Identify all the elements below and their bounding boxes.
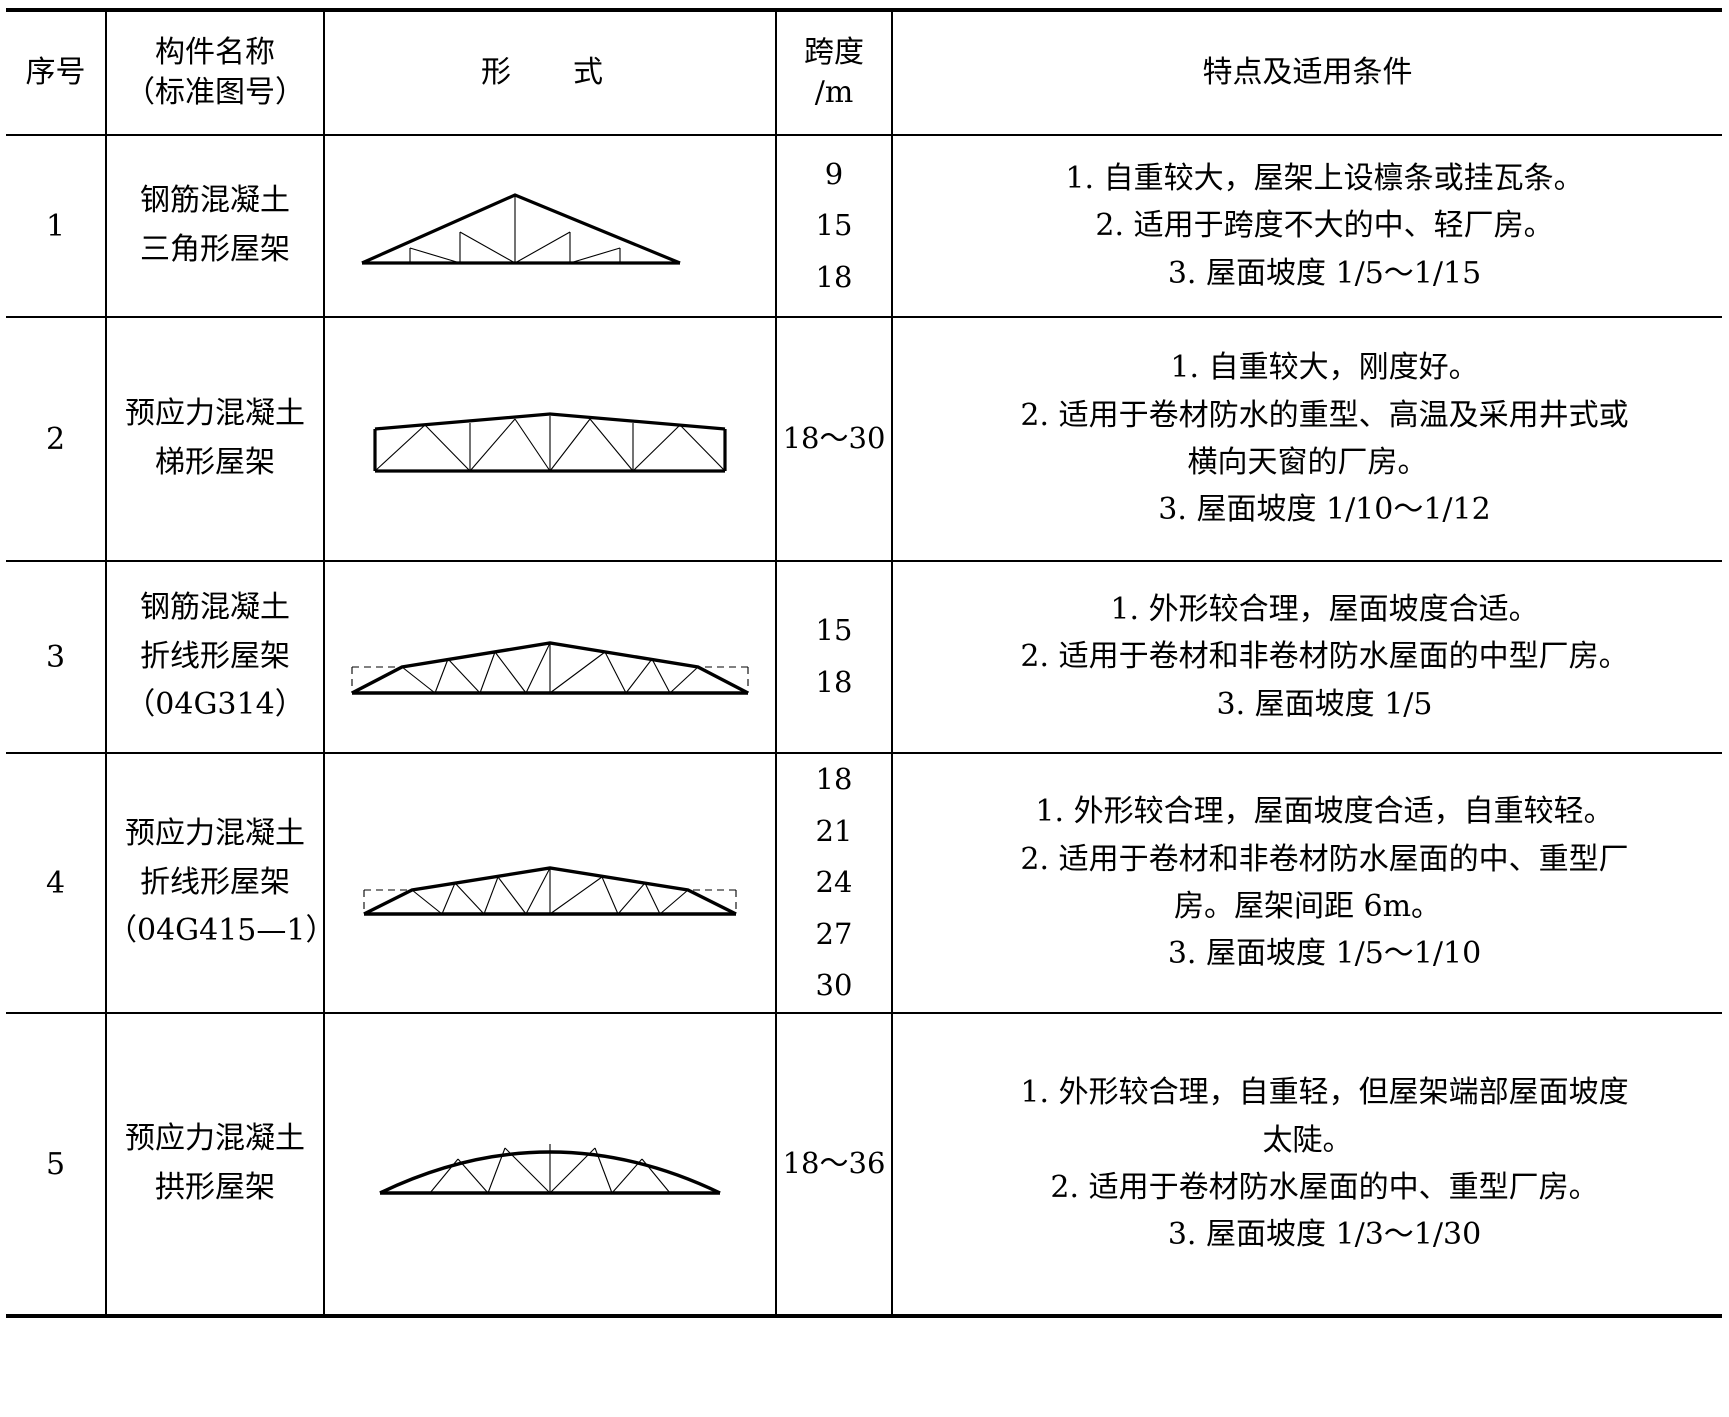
description-line: 1. 自重较大，屋架上设檩条或挂瓦条。: [1065, 160, 1584, 196]
description-line: 2. 适用于卷材防水屋面的中、重型厂房。: [1050, 1170, 1599, 1206]
description-line: 1. 外形较合理，屋面坡度合适。: [1110, 591, 1539, 627]
form-diagram-cell: [323, 316, 777, 562]
description-cell: 1. 自重较大，屋架上设檩条或挂瓦条。 2. 适用于跨度不大的中、轻厂房。 3.…: [891, 134, 1722, 318]
table-row: 1 钢筋混凝土 三角形屋架: [6, 134, 1722, 318]
description-line: 3. 屋面坡度 1/5～1/10: [1167, 936, 1482, 972]
header-desc-label: 特点及适用条件: [1202, 55, 1413, 91]
form-diagram-cell: [323, 560, 777, 754]
span-cell: 18～30: [775, 316, 893, 562]
polyline-truss-diagram: [351, 641, 749, 695]
description-line: 3. 屋面坡度 1/5: [1216, 686, 1433, 722]
table-row: 3 钢筋混凝土 折线形屋架 （04G314）: [6, 560, 1722, 754]
row-number: 4: [6, 751, 107, 1015]
component-name-line: 钢筋混凝土: [140, 590, 290, 626]
description-cell: 1. 外形较合理，自重轻，但屋架端部屋面坡度 太陡。 2. 适用于卷材防水屋面的…: [891, 1012, 1722, 1317]
row-number: 5: [6, 1012, 107, 1317]
span-cell: 9 15 18: [775, 134, 893, 318]
description-line: 房。屋架间距 6m。: [1173, 889, 1442, 925]
description-line: 2. 适用于卷材防水的重型、高温及采用井式或: [1020, 397, 1629, 433]
component-standard-code: （04G314）: [125, 687, 305, 723]
span-value: 15: [815, 613, 853, 648]
component-name-line: 折线形屋架: [140, 864, 290, 900]
arched-truss-diagram: [379, 1144, 721, 1195]
description-line: 3. 屋面坡度 1/5～1/15: [1167, 255, 1482, 291]
form-diagram-cell: [323, 134, 777, 318]
row-number: 1: [6, 134, 107, 318]
header-span-line1: 跨度: [804, 35, 864, 71]
description-line: 1. 自重较大，刚度好。: [1170, 350, 1479, 386]
component-name: 钢筋混凝土 三角形屋架: [105, 134, 325, 318]
component-name-line: 梯形屋架: [155, 445, 275, 480]
header-no: 序号: [6, 10, 107, 136]
description-cell: 1. 自重较大，刚度好。 2. 适用于卷材防水的重型、高温及采用井式或 横向天窗…: [891, 316, 1722, 562]
component-name: 预应力混凝土 梯形屋架: [105, 316, 325, 562]
row-number: 2: [6, 316, 107, 562]
form-diagram-cell: [323, 751, 777, 1015]
span-value: 15: [815, 208, 853, 243]
triangular-truss-diagram: [361, 193, 681, 265]
component-standard-code: （04G415—1）: [107, 913, 336, 949]
component-name: 钢筋混凝土 折线形屋架 （04G314）: [105, 560, 325, 754]
span-value: 27: [815, 916, 853, 951]
component-name: 预应力混凝土 拱形屋架: [105, 1012, 325, 1317]
description-line: 3. 屋面坡度 1/10～1/12: [1158, 492, 1491, 528]
header-form: 形 式: [323, 10, 777, 136]
table-row: 5 预应力混凝土 拱形屋架: [6, 1012, 1722, 1317]
description-line: 1. 外形较合理，屋面坡度合适，自重较轻。: [1035, 794, 1614, 830]
component-name-line: 折线形屋架: [140, 638, 290, 674]
header-name: 构件名称 （标准图号）: [105, 10, 325, 136]
row-number: 3: [6, 560, 107, 754]
span-value: 21: [815, 813, 853, 848]
description-line: 2. 适用于跨度不大的中、轻厂房。: [1095, 208, 1554, 244]
table-row: 2 预应力混凝土 梯形屋架: [6, 316, 1722, 562]
description-line: 3. 屋面坡度 1/3～1/30: [1167, 1217, 1482, 1253]
header-name-line2: （标准图号）: [125, 75, 305, 110]
component-name-line: 预应力混凝土: [125, 816, 305, 852]
span-value: 18～36: [782, 1146, 886, 1181]
header-form-label: 形 式: [481, 55, 619, 91]
component-name-line: 预应力混凝土: [125, 1121, 305, 1157]
span-value: 24: [815, 865, 853, 900]
span-cell: 15 18: [775, 560, 893, 754]
form-diagram-cell: [323, 1012, 777, 1317]
header-span-line2: /m: [814, 75, 854, 110]
span-value: 30: [815, 968, 853, 1003]
trapezoidal-truss-diagram: [373, 412, 727, 473]
span-value: 9: [824, 156, 844, 191]
header-span: 跨度 /m: [775, 10, 893, 136]
table-header-row: 序号 构件名称 （标准图号） 形 式 跨度 /m 特点及适用条件: [6, 10, 1722, 136]
description-cell: 1. 外形较合理，屋面坡度合适，自重较轻。 2. 适用于卷材和非卷材防水屋面的中…: [891, 751, 1722, 1015]
header-no-label: 序号: [25, 55, 86, 91]
roof-truss-spec-table: 序号 构件名称 （标准图号） 形 式 跨度 /m 特点及适用条件: [6, 8, 1722, 1319]
header-desc: 特点及适用条件: [891, 10, 1722, 136]
component-name-line: 三角形屋架: [140, 232, 290, 267]
span-value: 18: [815, 665, 853, 699]
description-line: 2. 适用于卷材和非卷材防水屋面的中、重型厂: [1020, 841, 1629, 877]
polyline-truss-prestressed-diagram: [363, 866, 737, 916]
span-value: 18: [815, 762, 853, 796]
header-name-line1: 构件名称: [155, 35, 275, 71]
span-cell: 18～36: [775, 1012, 893, 1317]
description-line: 横向天窗的厂房。: [1187, 445, 1428, 480]
span-cell: 18 21 24 27 30: [775, 751, 893, 1015]
span-value: 18: [815, 259, 853, 294]
description-line: 太陡。: [1262, 1122, 1353, 1158]
component-name-line: 预应力混凝土: [125, 396, 305, 432]
component-name-line: 钢筋混凝土: [140, 183, 290, 219]
component-name-line: 拱形屋架: [155, 1170, 275, 1206]
table-row: 4 预应力混凝土 折线形屋架 （04G415—1）: [6, 751, 1722, 1015]
description-cell: 1. 外形较合理，屋面坡度合适。 2. 适用于卷材和非卷材防水屋面的中型厂房。 …: [891, 560, 1722, 754]
description-line: 2. 适用于卷材和非卷材防水屋面的中型厂房。: [1020, 639, 1629, 675]
description-line: 1. 外形较合理，自重轻，但屋架端部屋面坡度: [1020, 1075, 1629, 1111]
span-value: 18～30: [782, 421, 886, 456]
component-name: 预应力混凝土 折线形屋架 （04G415—1）: [105, 751, 336, 1015]
